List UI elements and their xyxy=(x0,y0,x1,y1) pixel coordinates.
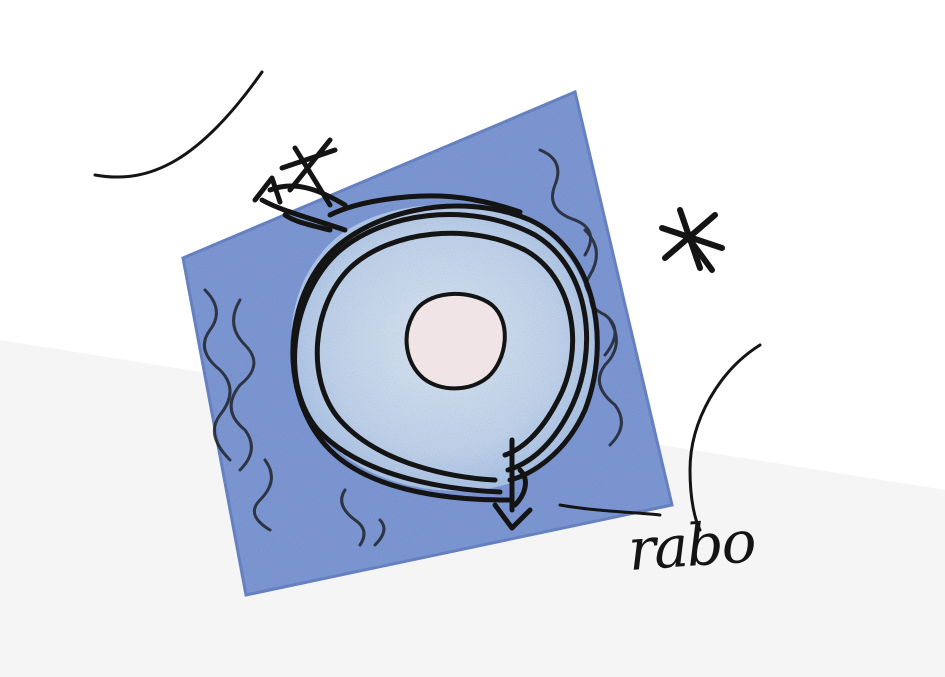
asterisk-mark-icon xyxy=(662,210,722,270)
sketch-stroke-top-left xyxy=(95,72,262,177)
handwritten-note: rabo xyxy=(626,507,757,584)
center-core xyxy=(407,294,505,388)
